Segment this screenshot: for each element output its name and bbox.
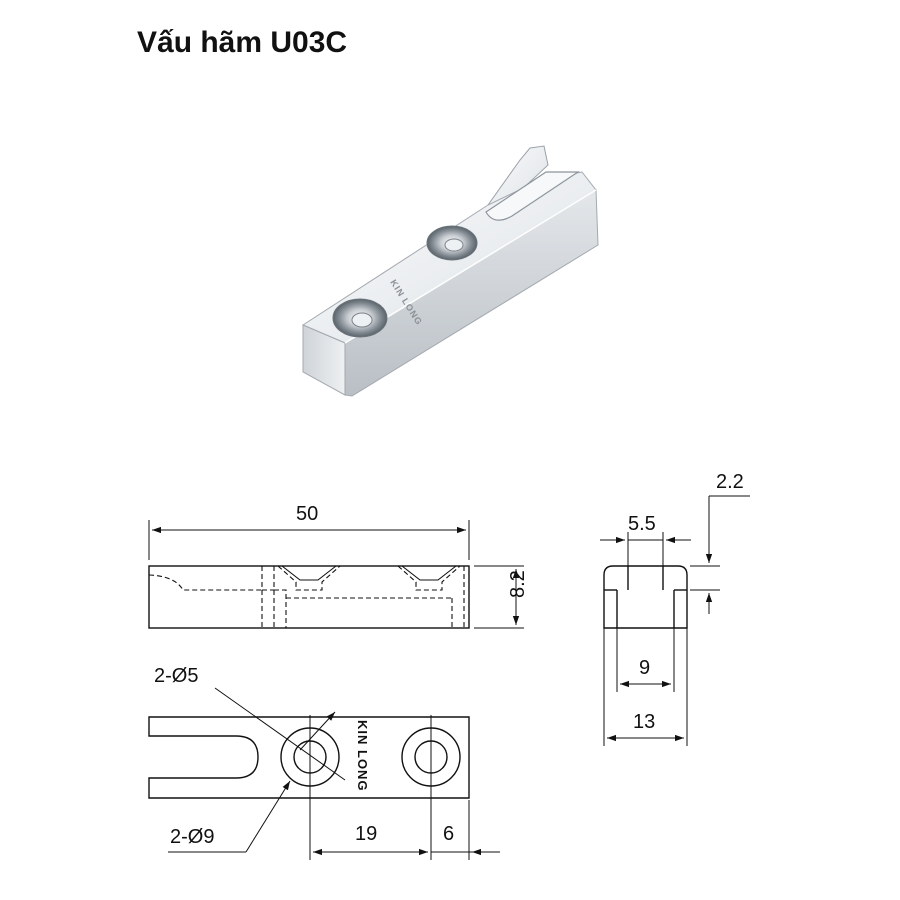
leader-small-hole: 2-Ø5 [154, 665, 346, 781]
page-title: Vấu hãm U03C [137, 26, 348, 59]
top-offset-label: 2.2 [716, 471, 744, 493]
side-view-countersinks [277, 565, 461, 591]
top-view-outline [148, 716, 470, 799]
render-slot [485, 171, 580, 221]
inner-width-label: 9 [639, 657, 650, 679]
total-width-label: 13 [633, 711, 655, 733]
dimension-end-offset: 6 [431, 800, 500, 860]
dimension-slot-width: 5.5 [600, 513, 691, 566]
top-view-brand: KIN LONG [355, 720, 370, 792]
top-view [148, 715, 470, 860]
side-view-hidden-lines [148, 566, 465, 628]
dimension-height-label: 8.2 [507, 570, 529, 598]
dimension-hole-spacing: 19 [313, 823, 428, 856]
dimension-length: 50 [148, 503, 470, 560]
small-hole-label: 2-Ø5 [154, 665, 198, 687]
render-hole-back-bore [444, 238, 464, 252]
end-view-outline [603, 565, 688, 629]
end-offset-label: 6 [443, 823, 454, 845]
dimension-inner-width: 9 [616, 628, 675, 692]
dimension-total-width: 13 [603, 628, 688, 746]
dimension-top-offset: 2.2 [690, 471, 750, 614]
product-3d-render: KIN LONG [301, 145, 599, 397]
dimension-height: 8.2 [474, 565, 529, 629]
hole-spacing-label: 19 [355, 823, 377, 845]
large-hole-label: 2-Ø9 [170, 826, 214, 848]
leader-large-hole: 2-Ø9 [168, 780, 291, 853]
side-view [148, 565, 470, 629]
render-hole-front-bore [351, 312, 373, 328]
end-view [603, 565, 688, 629]
dimension-length-label: 50 [296, 503, 318, 525]
side-view-outline [148, 565, 470, 629]
slot-width-label: 5.5 [628, 513, 656, 535]
